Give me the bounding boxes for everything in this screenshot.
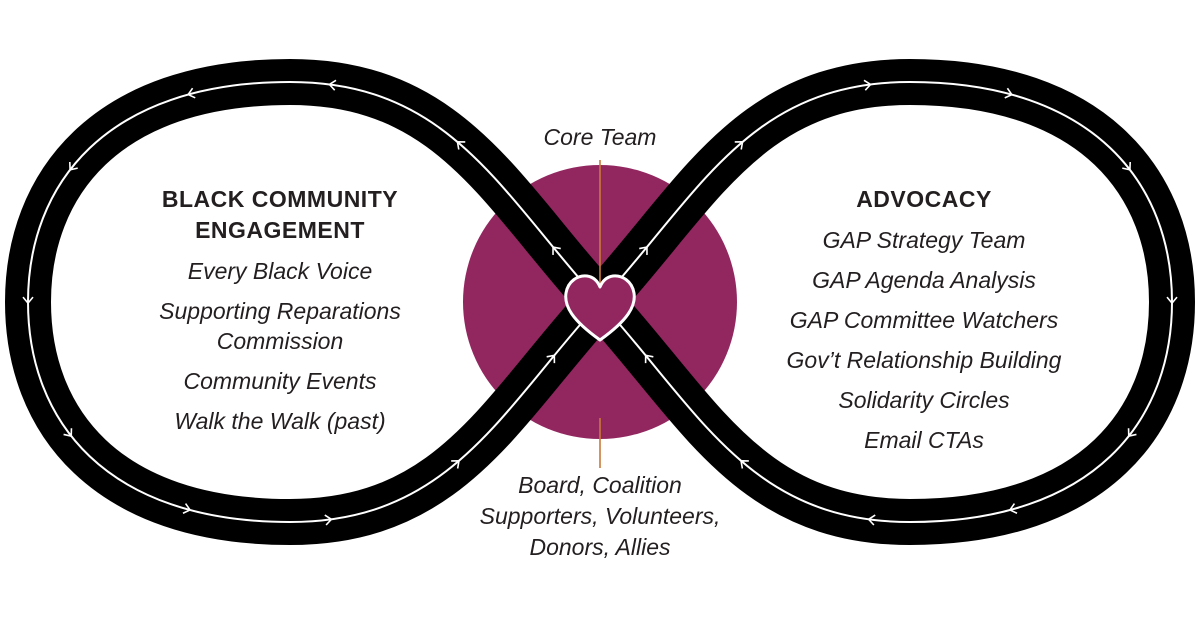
section-heading: ADVOCACY	[856, 186, 992, 212]
direction-chevron-icon	[22, 296, 34, 305]
list-item: GAP Committee Watchers	[789, 307, 1059, 333]
list-item: Walk the Walk (past)	[174, 408, 386, 434]
direction-chevron-icon	[644, 354, 654, 364]
black-community-engagement-block: BLACK COMMUNITY ENGAGEMENT Every Black V…	[130, 184, 430, 446]
heading-line: ENGAGEMENT	[195, 217, 365, 243]
supporters-label: Board, Coalition Supporters, Volunteers,…	[440, 470, 760, 563]
direction-chevron-icon	[182, 503, 192, 514]
supporters-label-line: Donors, Allies	[529, 534, 671, 560]
direction-chevron-icon	[328, 79, 337, 91]
supporters-label-line: Board, Coalition	[518, 472, 682, 498]
direction-chevron-icon	[552, 246, 561, 255]
direction-chevron-icon	[740, 460, 749, 469]
direction-chevron-icon	[63, 428, 73, 438]
heart-icon	[564, 274, 636, 342]
direction-chevron-icon	[546, 354, 556, 364]
direction-chevron-icon	[69, 161, 78, 171]
advocacy-block: ADVOCACY GAP Strategy Team GAP Agenda An…	[764, 184, 1084, 465]
direction-arrows	[22, 79, 1178, 526]
list-item: GAP Agenda Analysis	[812, 267, 1036, 293]
list-item: Email CTAs	[864, 427, 984, 453]
list-item: GAP Strategy Team	[822, 227, 1026, 253]
direction-chevron-icon	[456, 141, 466, 150]
list-item: Solidarity Circles	[838, 387, 1010, 413]
direction-chevron-icon	[1127, 428, 1137, 438]
section-heading: BLACK COMMUNITY ENGAGEMENT	[130, 184, 430, 246]
direction-chevron-icon	[734, 141, 744, 150]
direction-chevron-icon	[867, 514, 876, 526]
direction-chevron-icon	[186, 87, 196, 99]
direction-chevron-icon	[1004, 87, 1014, 99]
direction-chevron-icon	[324, 514, 333, 526]
heading-line: BLACK COMMUNITY	[161, 186, 399, 212]
list-item: Supporting Reparations Commission	[159, 298, 401, 354]
direction-chevron-icon	[1166, 296, 1178, 305]
supporters-label-line: Supporters, Volunteers,	[479, 503, 721, 529]
core-team-label: Core Team	[543, 124, 657, 150]
list-item: Every Black Voice	[187, 258, 373, 284]
direction-chevron-icon	[639, 246, 648, 255]
direction-chevron-icon	[1122, 161, 1131, 171]
direction-chevron-icon	[1008, 503, 1018, 514]
list-item: Gov’t Relationship Building	[786, 347, 1062, 373]
direction-chevron-icon	[451, 460, 460, 469]
direction-chevron-icon	[863, 79, 872, 91]
list-item: Community Events	[183, 368, 377, 394]
